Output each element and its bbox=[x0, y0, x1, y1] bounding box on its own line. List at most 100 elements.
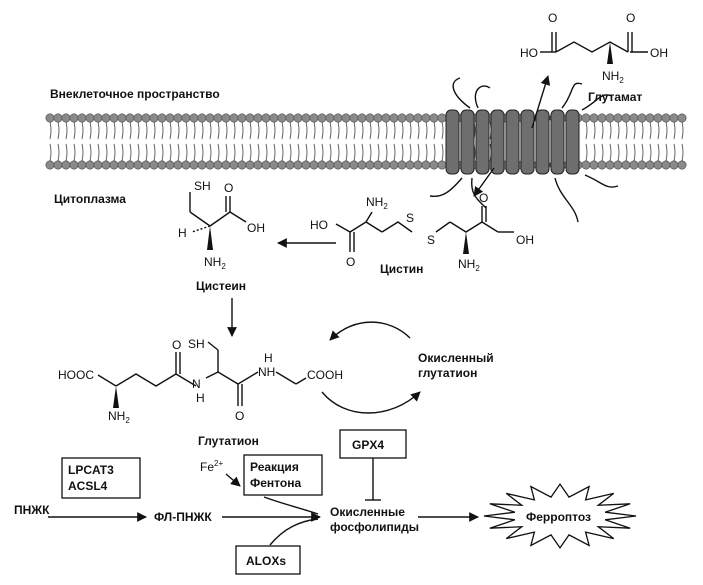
lipid-head bbox=[117, 113, 127, 123]
transporter-helix bbox=[565, 109, 580, 175]
transporter-helix bbox=[520, 109, 535, 175]
glutamate-o-right: O bbox=[626, 11, 635, 25]
lipid-tail bbox=[193, 121, 196, 140]
cystine-o-left: O bbox=[346, 255, 355, 269]
lipid-head bbox=[133, 113, 143, 123]
lipid-head bbox=[53, 160, 63, 170]
glutathione-nh-right: NH bbox=[258, 365, 275, 379]
lipid-head bbox=[317, 160, 327, 170]
lipid-tail bbox=[313, 121, 316, 140]
glutathione-label: Глутатион bbox=[198, 434, 259, 448]
lipid-tail bbox=[369, 121, 372, 140]
lipid-tail bbox=[657, 143, 660, 162]
lipid-head bbox=[381, 113, 391, 123]
lipid-head bbox=[421, 113, 431, 123]
lipid-head bbox=[373, 160, 383, 170]
lipid-tail bbox=[73, 121, 76, 140]
lipid-tail bbox=[81, 121, 84, 140]
lipid-head bbox=[661, 160, 671, 170]
glutathione-o-top: O bbox=[172, 338, 181, 352]
lipid-tail bbox=[441, 121, 444, 140]
lipid-tail bbox=[289, 143, 292, 162]
gpx4-label: GPX4 bbox=[352, 438, 384, 452]
cystine-s2: S bbox=[427, 233, 435, 247]
lipid-head bbox=[109, 113, 119, 123]
lipid-head bbox=[357, 113, 367, 123]
transporter-helix bbox=[445, 109, 460, 175]
lipid-head bbox=[181, 113, 191, 123]
lipid-head bbox=[61, 160, 71, 170]
ferroptosis-burst bbox=[483, 482, 637, 550]
lipid-head bbox=[69, 160, 79, 170]
lipid-head bbox=[429, 160, 439, 170]
lipid-head bbox=[405, 113, 415, 123]
lipid-tail bbox=[297, 121, 300, 140]
lipid-head bbox=[413, 160, 423, 170]
glutamate-label: Глутамат bbox=[588, 90, 642, 104]
lipid-head bbox=[349, 113, 359, 123]
cysteine-h: H bbox=[178, 226, 187, 240]
lipid-tail bbox=[441, 143, 444, 162]
lipid-tail bbox=[393, 121, 396, 140]
glutathione-regeneration-arrow bbox=[329, 321, 411, 341]
lipid-head bbox=[301, 113, 311, 123]
lipid-tail bbox=[329, 143, 332, 162]
lipid-tail bbox=[145, 143, 148, 162]
cystine-nh2-left: NH2 bbox=[366, 195, 388, 211]
lipid-tail bbox=[377, 143, 380, 162]
lipid-tail bbox=[169, 143, 172, 162]
lipid-tail bbox=[609, 121, 612, 140]
lipid-tail bbox=[185, 143, 188, 162]
lipid-head bbox=[381, 160, 391, 170]
lipid-head bbox=[637, 113, 647, 123]
lipid-tail bbox=[201, 143, 204, 162]
lipid-head bbox=[173, 160, 183, 170]
lipid-tail bbox=[369, 143, 372, 162]
lipid-head bbox=[229, 160, 239, 170]
lipid-head bbox=[301, 160, 311, 170]
lipid-tail bbox=[265, 121, 268, 140]
lipid-tail bbox=[433, 143, 436, 162]
lipid-tail bbox=[121, 121, 124, 140]
glutathione-h-left: H bbox=[196, 391, 205, 405]
lipid-tail bbox=[209, 143, 212, 162]
lipid-tail bbox=[601, 143, 604, 162]
cystine-glutamate-antiporter bbox=[429, 77, 619, 223]
lipid-head bbox=[605, 113, 615, 123]
lipid-tail bbox=[249, 121, 252, 140]
lipid-tail bbox=[681, 121, 684, 140]
lipid-head bbox=[333, 160, 343, 170]
acsl4-label: ACSL4 bbox=[68, 479, 108, 493]
lipid-tail bbox=[641, 121, 644, 140]
lipid-tail bbox=[241, 143, 244, 162]
lipid-head bbox=[157, 113, 167, 123]
lipid-head bbox=[189, 160, 199, 170]
lipid-head bbox=[141, 160, 151, 170]
lipid-head bbox=[245, 160, 255, 170]
lipid-tail bbox=[257, 121, 260, 140]
oxidized-phospholipids-label-2: фосфолипиды bbox=[330, 520, 419, 534]
lipid-head bbox=[77, 160, 87, 170]
oxidized-glutathione-label-2: глутатион bbox=[418, 366, 477, 380]
lipid-tail bbox=[633, 143, 636, 162]
lipid-tail bbox=[297, 143, 300, 162]
lipid-tail bbox=[617, 121, 620, 140]
lipid-tail bbox=[593, 143, 596, 162]
lipid-head bbox=[205, 113, 215, 123]
lipid-head bbox=[45, 113, 55, 123]
lipid-tail bbox=[233, 121, 236, 140]
lipid-head bbox=[341, 160, 351, 170]
lipid-tail bbox=[337, 143, 340, 162]
lipid-head bbox=[437, 113, 447, 123]
fenton-feed-curve bbox=[263, 496, 319, 515]
lipid-head bbox=[85, 113, 95, 123]
lipid-head bbox=[253, 160, 263, 170]
lipid-head bbox=[213, 113, 223, 123]
lipid-tail bbox=[209, 121, 212, 140]
lipid-tail bbox=[313, 143, 316, 162]
lipid-tail bbox=[177, 121, 180, 140]
lipid-tail bbox=[417, 143, 420, 162]
lipid-head bbox=[637, 160, 647, 170]
pufa-label: ПНЖК bbox=[14, 503, 50, 517]
lipid-tail bbox=[145, 121, 148, 140]
